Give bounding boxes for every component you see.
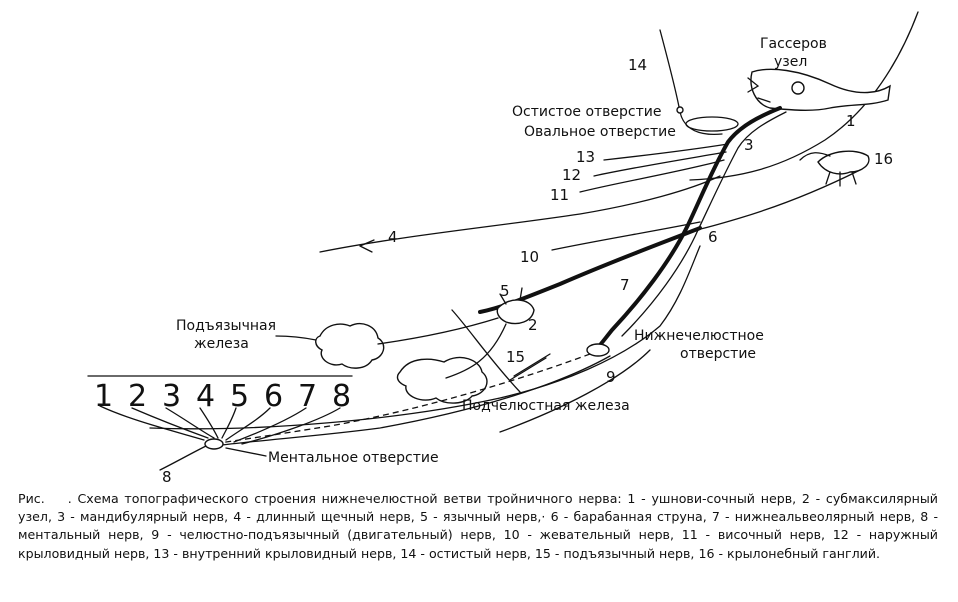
gland-duct bbox=[445, 323, 507, 379]
mental-foramen bbox=[204, 438, 224, 450]
label-spinous: Остистое отверстие bbox=[512, 104, 662, 120]
gasserian-ganglion bbox=[750, 68, 891, 111]
chorda-tympani bbox=[695, 169, 861, 231]
num-10: 10 bbox=[520, 248, 539, 266]
sublingual-gland bbox=[315, 322, 385, 369]
label-mandibular-foramen-2: отверстие bbox=[680, 346, 756, 362]
num-2: 2 bbox=[528, 316, 538, 334]
sublingual-arrow bbox=[275, 335, 317, 341]
num-7: 7 bbox=[620, 276, 630, 294]
buccal-arrow bbox=[359, 239, 375, 253]
num-8: 8 bbox=[162, 468, 172, 485]
hypoglossal-nerve bbox=[509, 353, 551, 381]
masseteric-nerve bbox=[551, 221, 701, 251]
label-sublingual-1: Подъязычная bbox=[176, 318, 276, 334]
nerve-diagram: Гассеров узел Остистое отверстие Овально… bbox=[87, 11, 919, 485]
num-1: 1 bbox=[846, 112, 856, 130]
num-13: 13 bbox=[576, 148, 595, 166]
num-15: 15 bbox=[506, 348, 525, 366]
pterygopalatine-ganglion bbox=[817, 150, 870, 175]
mylohyoid-nerve bbox=[213, 355, 611, 447]
teeth-nerves bbox=[99, 405, 341, 445]
ganglion-lines bbox=[451, 287, 523, 393]
submandibular-ganglion bbox=[496, 299, 535, 325]
tooth-8: 8 bbox=[332, 379, 351, 414]
spinous-foramen bbox=[676, 106, 684, 114]
submandibular-gland bbox=[396, 356, 488, 404]
oval-foramen bbox=[685, 116, 739, 132]
num-12: 12 bbox=[562, 166, 581, 184]
tooth-5: 5 bbox=[230, 379, 249, 414]
caption-lead: Рис. bbox=[18, 491, 45, 506]
skull-base-line bbox=[689, 11, 919, 181]
sublingual-duct bbox=[377, 317, 499, 345]
num-14: 14 bbox=[628, 56, 647, 74]
num-6: 6 bbox=[708, 228, 718, 246]
num-9: 9 bbox=[606, 368, 616, 386]
label-gasser-1: Гассеров bbox=[760, 36, 827, 52]
figure-caption: Рис. . Схема топографического строения н… bbox=[18, 490, 938, 563]
inferior-alveolar-canal bbox=[211, 353, 591, 445]
label-submandibular: Подчелюстная железа bbox=[462, 398, 630, 414]
external-pterygoid-nerve bbox=[593, 151, 727, 177]
mandibular-nerve-trunk-2 bbox=[621, 111, 787, 337]
tooth-4: 4 bbox=[196, 379, 215, 414]
label-mental: Ментальное отверстие bbox=[268, 450, 439, 466]
mandible-lower bbox=[149, 245, 701, 430]
num-4: 4 bbox=[388, 228, 398, 246]
label-gasser-2: узел bbox=[774, 54, 807, 70]
lingual-nerve bbox=[478, 226, 702, 314]
long-buccal-nerve bbox=[319, 175, 721, 253]
tooth-7: 7 bbox=[298, 379, 317, 414]
label-oval: Овальное отверстие bbox=[524, 124, 676, 140]
num-11: 11 bbox=[550, 186, 569, 204]
ganglion-knot bbox=[791, 81, 805, 95]
tooth-6: 6 bbox=[264, 379, 283, 414]
internal-pterygoid-nerve bbox=[603, 143, 729, 161]
tooth-2: 2 bbox=[128, 379, 147, 414]
mental-nerve bbox=[159, 445, 207, 471]
num-5: 5 bbox=[500, 282, 510, 300]
ganglion-root bbox=[747, 77, 771, 103]
tooth-1: 1 bbox=[94, 379, 113, 414]
tooth-3: 3 bbox=[162, 379, 181, 414]
num-3: 3 bbox=[744, 136, 754, 154]
spinous-nerve bbox=[659, 29, 723, 136]
mental-arrow bbox=[225, 447, 267, 457]
label-mandibular-foramen-1: Нижнечелюстное bbox=[634, 328, 764, 344]
mandibular-nerve-trunk bbox=[592, 106, 782, 354]
mandibular-foramen bbox=[586, 343, 610, 357]
temporal-nerve bbox=[579, 159, 725, 193]
mandible-inner bbox=[499, 349, 651, 433]
label-sublingual-2: железа bbox=[194, 336, 249, 352]
caption-text: . Схема топографического строения нижнеч… bbox=[18, 491, 938, 561]
num-16: 16 bbox=[874, 150, 893, 168]
ganglion-branches bbox=[799, 152, 857, 187]
